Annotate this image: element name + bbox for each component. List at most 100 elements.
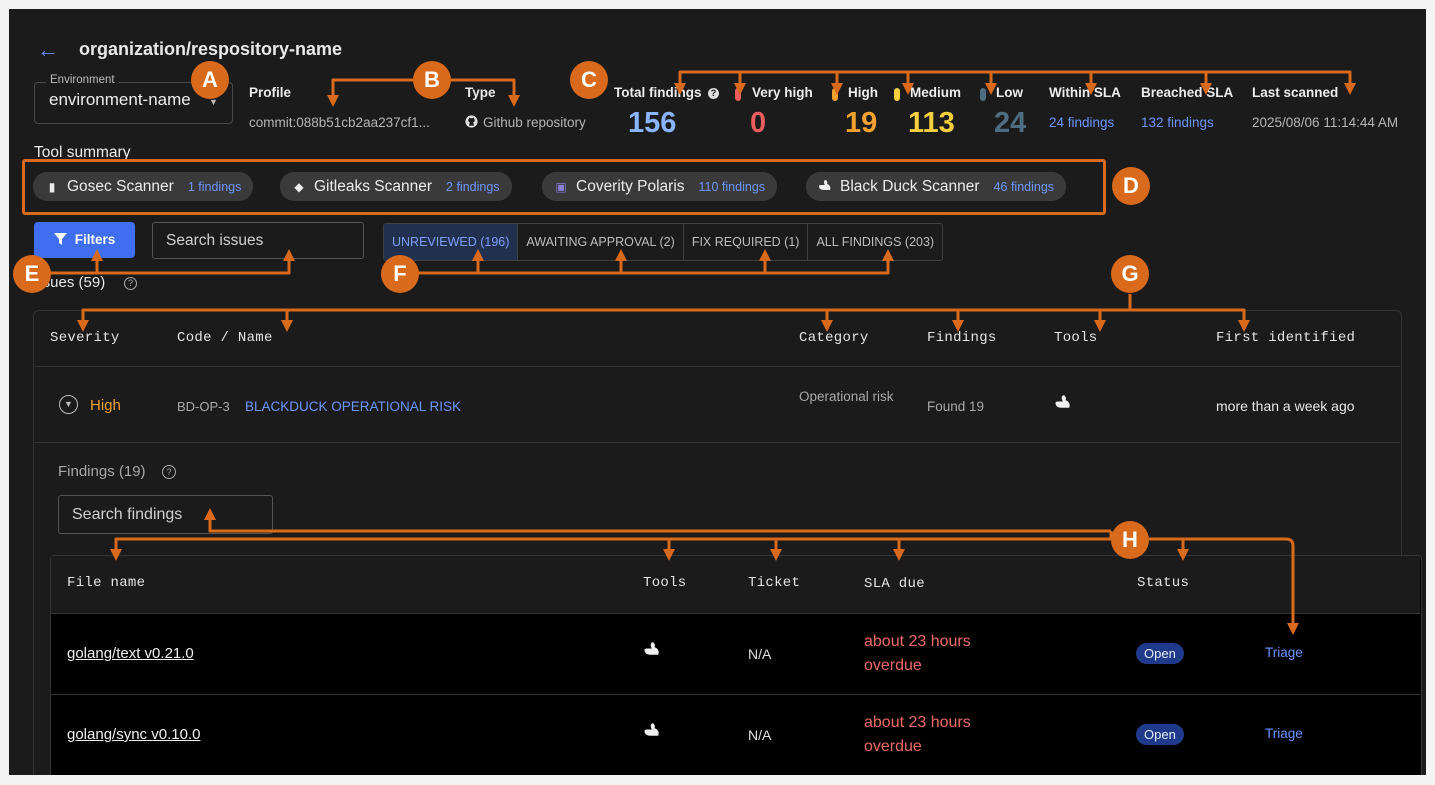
column-header-status[interactable]: Status — [1137, 575, 1190, 591]
within-sla-link[interactable]: 24 findings — [1049, 115, 1115, 130]
severity-value: High — [90, 397, 121, 414]
app-window: ← organization/respository-name Environm… — [9, 9, 1426, 775]
column-header-tools[interactable]: Tools — [643, 575, 687, 591]
chevron-down-icon[interactable]: ▼ — [209, 97, 218, 107]
low-label: Low — [996, 85, 1023, 100]
tab-all-findings[interactable]: ALL FINDINGS (203) — [816, 235, 935, 249]
low-pip — [980, 88, 986, 101]
tab-unreviewed[interactable]: UNREVIEWED (196) — [384, 224, 519, 260]
coverity-icon: ▣ — [555, 180, 567, 194]
file-name-link[interactable]: golang/sync v0.10.0 — [67, 726, 201, 743]
tool-chip-name: Coverity Polaris — [576, 178, 685, 195]
environment-select[interactable] — [34, 82, 233, 124]
column-header-severity[interactable]: Severity — [50, 330, 120, 346]
column-header-ticket[interactable]: Ticket — [748, 575, 801, 591]
annotation-marker-d: D — [1112, 167, 1150, 205]
tool-chip-name: Gosec Scanner — [67, 178, 174, 195]
high-value: 19 — [845, 107, 878, 139]
annotation-marker-b: B — [413, 61, 451, 99]
last-scanned-value: 2025/08/06 11:14:44 AM — [1252, 115, 1399, 130]
tool-summary-highlight — [22, 159, 1106, 215]
triage-link[interactable]: Triage — [1265, 645, 1303, 660]
divider — [51, 613, 1420, 614]
gosec-icon: ▮ — [48, 180, 56, 194]
very-high-label: Very high — [752, 85, 813, 100]
tool-chip-name: Black Duck Scanner — [840, 178, 980, 195]
tool-chip-count: 2 findings — [446, 180, 500, 194]
column-header-first-identified[interactable]: First identified — [1216, 330, 1356, 346]
column-header-findings[interactable]: Findings — [927, 330, 997, 346]
column-header-sla-due[interactable]: SLA due — [864, 576, 925, 592]
high-pip — [832, 88, 838, 101]
annotation-marker-h: H — [1111, 521, 1149, 559]
blackduck-icon — [1054, 394, 1072, 414]
tool-chip-count: 110 findings — [698, 180, 766, 194]
column-header-category[interactable]: Category — [799, 330, 869, 346]
back-arrow-icon[interactable]: ← — [37, 37, 59, 62]
annotation-marker-f: F — [381, 255, 419, 293]
search-findings-input[interactable] — [58, 495, 273, 534]
very-high-pip — [735, 88, 741, 101]
column-header-code-name[interactable]: Code / Name — [177, 330, 273, 346]
high-label: High — [848, 85, 878, 100]
medium-pip — [894, 88, 900, 101]
help-icon[interactable]: ? — [162, 465, 176, 479]
profile-value: commit:088b51cb2aa237cf1... — [249, 115, 430, 130]
last-scanned-label: Last scanned — [1252, 85, 1339, 100]
column-header-tools[interactable]: Tools — [1054, 330, 1098, 346]
findings-heading: Findings (19) — [58, 463, 146, 480]
sla-due-value: about 23 hours overdue — [864, 633, 971, 674]
blackduck-icon — [818, 173, 832, 202]
filters-button-label: Filters — [74, 232, 116, 247]
medium-value: 113 — [908, 107, 955, 139]
blackduck-icon — [643, 722, 661, 742]
help-icon[interactable]: ? — [124, 277, 137, 290]
tool-chip-count: 1 findings — [187, 180, 242, 194]
tab-fix-required[interactable]: FIX REQUIRED (1) — [684, 224, 809, 260]
search-issues-input[interactable] — [152, 222, 364, 259]
annotation-marker-e: E — [13, 255, 51, 293]
annotation-marker-g: G — [1111, 255, 1149, 293]
environment-value[interactable]: environment-name — [49, 90, 191, 109]
annotation-marker-a: A — [191, 61, 229, 99]
tool-chip-gosec[interactable]: ▮ Gosec Scanner 1 findings — [33, 172, 254, 201]
triage-link[interactable]: Triage — [1265, 726, 1303, 741]
sla-due-value: about 23 hours overdue — [864, 714, 971, 755]
github-icon — [465, 115, 478, 133]
gitleaks-icon: ◆ — [294, 180, 304, 194]
breached-sla-link[interactable]: 132 findings — [1141, 115, 1214, 130]
status-tabs: UNREVIEWED (196) AWAITING APPROVAL (2) F… — [383, 223, 944, 261]
blackduck-icon — [643, 641, 661, 661]
total-findings-label: Total findings — [614, 85, 702, 100]
issue-findings: Found 19 — [927, 399, 985, 414]
first-identified-value: more than a week ago — [1216, 398, 1355, 414]
file-name-link[interactable]: golang/text v0.21.0 — [67, 645, 194, 662]
ticket-value: N/A — [748, 727, 772, 743]
status-badge: Open — [1136, 724, 1184, 745]
low-value: 24 — [994, 107, 1027, 139]
total-findings-value: 156 — [628, 107, 677, 139]
filters-button[interactable]: Filters — [34, 222, 135, 258]
very-high-value: 0 — [750, 107, 767, 139]
ticket-value: N/A — [748, 646, 772, 662]
issue-category: Operational risk — [799, 389, 894, 404]
tool-summary-label: Tool summary — [34, 144, 131, 161]
help-icon[interactable]: ? — [708, 88, 719, 99]
findings-table-header — [51, 556, 1420, 613]
column-header-file-name[interactable]: File name — [67, 575, 146, 591]
expand-chevron-icon[interactable]: ▼ — [59, 395, 78, 414]
divider — [34, 442, 1400, 443]
page-title: organization/respository-name — [79, 39, 343, 59]
status-badge: Open — [1136, 643, 1184, 664]
within-sla-label: Within SLA — [1049, 85, 1121, 100]
tool-chip-blackduck[interactable]: Black Duck Scanner 46 findings — [806, 172, 1067, 202]
breached-sla-label: Breached SLA — [1141, 85, 1234, 100]
tool-chip-coverity[interactable]: ▣ Coverity Polaris 110 findings — [542, 172, 778, 201]
tool-chip-count: 46 findings — [993, 180, 1055, 194]
environment-legend: Environment — [46, 74, 119, 86]
issue-name-link[interactable]: BLACKDUCK OPERATIONAL RISK — [245, 399, 462, 414]
tab-awaiting-approval[interactable]: AWAITING APPROVAL (2) — [518, 224, 684, 260]
filter-icon — [53, 233, 67, 245]
profile-label: Profile — [249, 85, 292, 100]
